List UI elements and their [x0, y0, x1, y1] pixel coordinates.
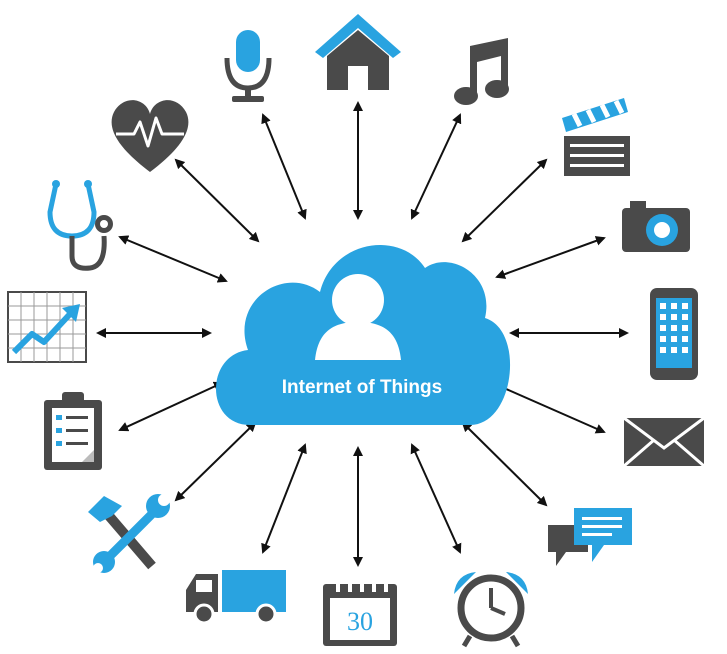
clipboard-icon	[44, 392, 102, 470]
mail-icon	[623, 416, 705, 468]
smartphone-icon	[650, 288, 698, 380]
delivery-truck-icon	[186, 570, 286, 625]
calendar-day: 30	[347, 607, 373, 636]
arrow-truck	[261, 443, 307, 554]
cloud-label: Internet of Things	[282, 377, 442, 398]
camera-icon	[622, 201, 690, 252]
arrow-music	[410, 113, 462, 220]
arrow-alarm	[410, 443, 462, 554]
calendar-icon: 30	[323, 578, 397, 646]
arrow-heart	[174, 158, 260, 243]
tools-icon	[88, 494, 170, 573]
microphone-icon	[224, 30, 272, 102]
arrow-camera	[495, 236, 606, 279]
cloud-hub: Internet of Things	[215, 245, 511, 425]
arrow-stethoscope	[118, 235, 228, 283]
arrow-clapperboard	[461, 158, 548, 243]
chat-icon	[548, 508, 632, 566]
clapperboard-icon	[562, 98, 630, 176]
arrow-tools	[174, 421, 257, 502]
arrow-mail	[495, 383, 606, 434]
growth-chart-icon	[7, 291, 87, 363]
arrow-clipboard	[118, 381, 224, 432]
alarm-clock-icon	[454, 572, 528, 648]
arrow-microphone	[261, 113, 307, 220]
user-head-icon	[332, 274, 384, 326]
home-icon	[315, 14, 401, 90]
stethoscope-icon	[47, 180, 113, 271]
music-note-icon	[454, 38, 509, 105]
arrow-chat	[461, 421, 548, 507]
heart-rate-icon	[111, 100, 189, 172]
user-body-icon	[315, 322, 401, 360]
connector-arrows	[96, 101, 629, 567]
